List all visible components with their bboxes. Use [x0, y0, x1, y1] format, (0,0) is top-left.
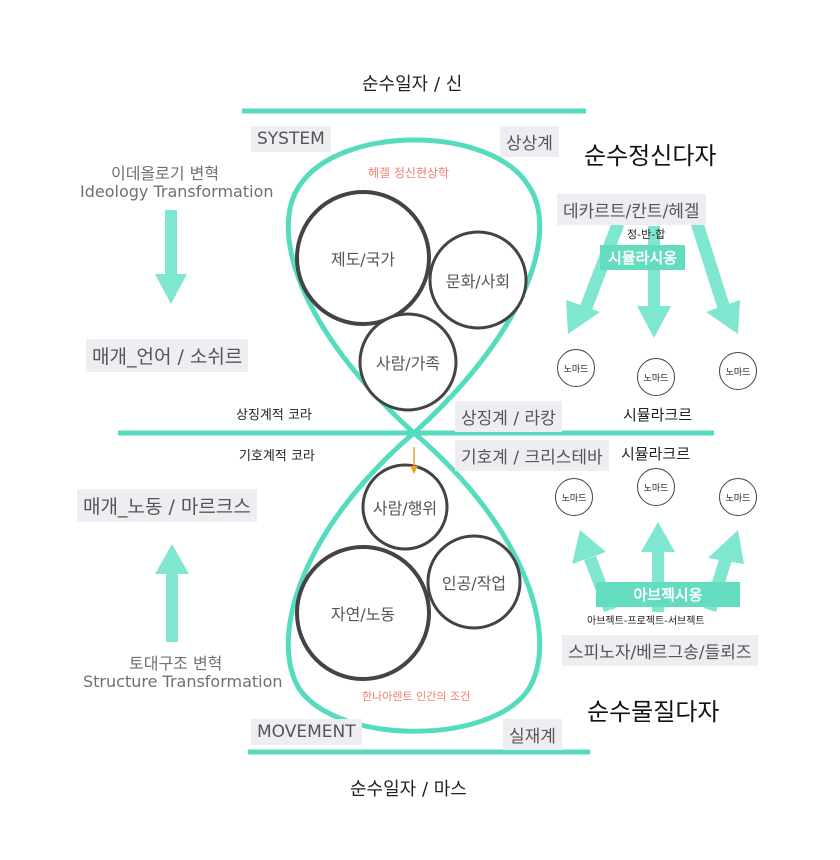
culture-society-label: 문화/사회: [445, 272, 511, 291]
arendt-condition-label: 한나아렌트 인간의 조건: [362, 690, 471, 703]
structure-kr: 토대구조 변혁: [129, 654, 223, 673]
abject-badge: 아브젝시옹: [596, 582, 740, 607]
ideology-kr: 이데올로기 변혁: [111, 164, 220, 183]
lower-lobe: [285, 429, 543, 734]
simulacre-label-bottom: 시뮬라크르: [621, 445, 691, 463]
real-label: 실재계: [503, 719, 562, 750]
circle-artificial-work: [426, 534, 522, 630]
nature-labor-label: 자연/노동: [330, 605, 396, 624]
philosophers-top: 데카르트/칸트/헤겔: [557, 194, 706, 225]
medium-labor: 매개_노동 / 마르크스: [77, 489, 257, 522]
semiotic-kristeva-label: 기호계 / 크리스테바: [455, 440, 609, 471]
nomad-node-1: 노마드: [557, 349, 595, 387]
philosophers-bottom: 스피노자/베르그송/들뢰즈: [562, 635, 758, 666]
nomad-node-6: 노마드: [719, 478, 757, 516]
circle-person-family: [358, 312, 458, 412]
nomad-node-3: 노마드: [719, 352, 757, 390]
medium-language: 매개_언어 / 소쉬르: [86, 339, 249, 372]
pure-matter-label: 순수물질다자: [587, 698, 720, 726]
circle-person-action: [361, 463, 449, 551]
artificial-work-label: 인공/작업: [441, 574, 507, 593]
dialectic-label: 정-반-합: [627, 228, 666, 241]
top-title: 순수일자 / 신: [362, 74, 463, 95]
abject-object-label: 아브젝트-프로젝트-서브젝트: [587, 616, 705, 627]
system-state-label: 제도/국가: [330, 250, 396, 269]
imaginary-label: 상상계: [500, 126, 559, 157]
person-action-label: 사람/행위: [372, 499, 438, 518]
simulacre-label-top: 시뮬라크르: [623, 406, 693, 424]
structure-en: Structure Transformation: [83, 672, 283, 691]
system-label: SYSTEM: [251, 126, 331, 152]
symbolic-lacan-label: 상징계 / 라캉: [455, 401, 562, 432]
nomad-node-4: 노마드: [555, 478, 593, 516]
circle-system-state: [295, 190, 431, 326]
structure-arrow-up: [155, 544, 189, 642]
symbolic-chora-label: 상징계적 코라: [236, 408, 312, 423]
person-family-label: 사람/가족: [375, 354, 441, 373]
hegel-phenomenology-label: 헤겔 정신현상학: [368, 166, 450, 180]
ideology-en: Ideology Transformation: [80, 182, 274, 201]
bottom-title: 순수일자 / 마스: [350, 779, 467, 800]
pure-mind-label: 순수정신다자: [584, 142, 717, 170]
nomad-node-5: 노마드: [637, 468, 675, 506]
simulation-badge: 시뮬라시옹: [600, 245, 686, 270]
chora-arrowhead: [410, 466, 418, 474]
semiotic-chora-label: 기호계적 코라: [239, 449, 315, 464]
nomad-node-2: 노마드: [637, 358, 675, 396]
ideology-arrow-down: [155, 210, 187, 304]
movement-label: MOVEMENT: [251, 719, 362, 745]
circle-culture-society: [428, 230, 528, 330]
circle-nature-labor: [295, 545, 431, 681]
